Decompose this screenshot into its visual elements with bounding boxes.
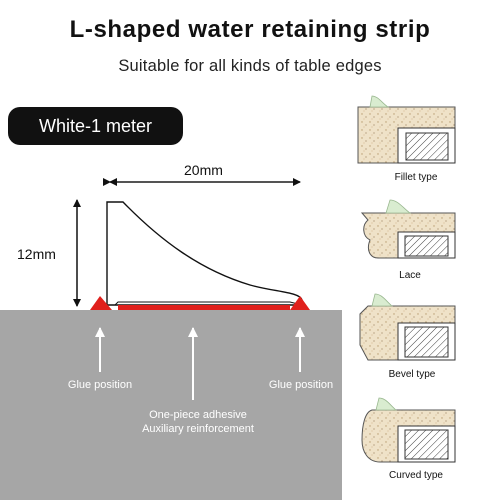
curved-type-illustration [361, 397, 456, 463]
bevel-type-caption: Bevel type [388, 369, 436, 380]
color-length-badge: White-1 meter [8, 107, 183, 145]
adhesive-label-line2: Auxiliary reinforcement [142, 423, 254, 435]
adhesive-tape [118, 305, 290, 310]
lace-type-illustration [360, 199, 456, 259]
lace-type-caption: Lace [399, 270, 421, 281]
table-surface [0, 310, 342, 500]
glue-right-label: Glue position [268, 379, 334, 391]
bevel-type-illustration [359, 293, 456, 361]
glue-left-label: Glue position [67, 379, 133, 391]
glue-left-marker [90, 296, 112, 310]
fillet-type-caption: Fillet type [394, 172, 438, 183]
page-subtitle: Suitable for all kinds of table edges [118, 57, 382, 75]
adhesive-label-line1: One-piece adhesive [149, 409, 247, 421]
width-label: 20mm [184, 162, 223, 178]
strip-base [107, 301, 303, 306]
strip-profile-outline [106, 201, 303, 306]
height-label: 12mm [17, 246, 56, 262]
curved-type-caption: Curved type [389, 470, 443, 481]
glue-right-marker [290, 296, 310, 310]
page-title: L-shaped water retaining strip [69, 16, 431, 43]
fillet-type-illustration [357, 95, 456, 164]
